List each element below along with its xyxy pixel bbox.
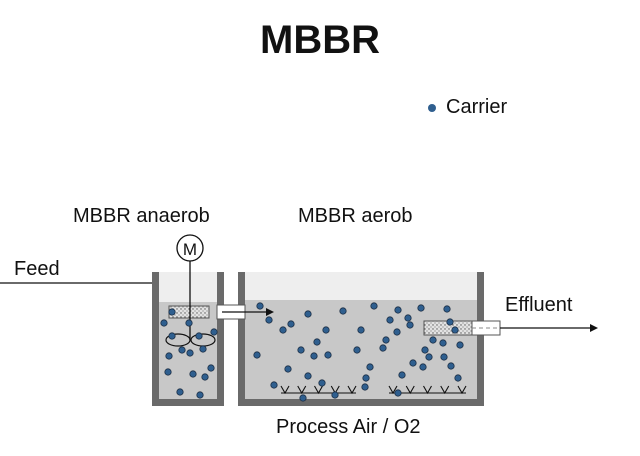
carrier-dot <box>331 391 339 399</box>
anaerob-tank <box>152 272 224 406</box>
carrier-dot <box>168 332 176 340</box>
carrier-dot <box>199 345 207 353</box>
carrier-dot <box>297 346 305 354</box>
carrier-dot <box>287 320 295 328</box>
carrier-dot <box>201 373 209 381</box>
carrier-dot <box>353 346 361 354</box>
carrier-dot <box>339 307 347 315</box>
carrier-legend-dot <box>428 103 436 112</box>
carrier-dot <box>417 304 425 312</box>
carrier-dot <box>366 363 374 371</box>
anaerob-tank-label: MBBR anaerob <box>73 205 210 227</box>
carrier-dot <box>168 308 176 316</box>
aerator-diffuser <box>347 385 357 395</box>
carrier-dot <box>454 374 462 382</box>
carrier-dot <box>409 359 417 367</box>
carrier-dot <box>386 316 394 324</box>
process-air-label: Process Air / O2 <box>276 416 421 438</box>
motor-label: M <box>183 240 197 259</box>
carrier-dot <box>370 302 378 310</box>
carrier-dot <box>284 365 292 373</box>
aerator-diffuser <box>457 385 467 395</box>
carrier-dot <box>176 388 184 396</box>
aerator-diffuser <box>388 385 398 395</box>
carrier-dot <box>398 371 406 379</box>
aerator-diffuser <box>297 385 307 395</box>
carrier-legend-label: Carrier <box>446 96 508 118</box>
carrier-dot <box>304 372 312 380</box>
aerob-tank <box>238 272 484 406</box>
carrier-dot <box>196 391 204 399</box>
carrier-dot <box>440 353 448 361</box>
carrier-dot <box>361 383 369 391</box>
aerator-diffuser <box>405 385 415 395</box>
aerator-diffuser <box>440 385 450 395</box>
carrier-dot <box>357 326 365 334</box>
carrier-dot <box>362 374 370 382</box>
carrier-dot <box>439 339 447 347</box>
carrier-dot <box>178 346 186 354</box>
carrier-dot <box>394 306 402 314</box>
transfer-pipe <box>216 304 274 320</box>
carrier-dot <box>419 363 427 371</box>
aerator-diffuser <box>314 385 323 395</box>
carrier-dot <box>443 305 451 313</box>
aerator-diffuser <box>423 385 432 395</box>
feed-label: Feed <box>14 258 60 280</box>
carrier-dot <box>446 318 454 326</box>
carrier-dot <box>265 316 273 324</box>
effluent-outlet <box>423 320 598 336</box>
feed-line <box>0 279 172 287</box>
carriers <box>160 302 464 402</box>
carrier-dot <box>279 326 287 334</box>
carrier-dot <box>382 336 390 344</box>
impeller-blade-left <box>165 333 191 347</box>
carrier-dot <box>207 364 215 372</box>
carrier-dot <box>256 302 264 310</box>
carrier-dot <box>406 321 414 329</box>
diagram-title: MBBR <box>260 18 380 62</box>
carrier-dot <box>195 332 203 340</box>
carrier-dot <box>421 346 429 354</box>
carrier-dot <box>322 326 330 334</box>
carrier-dot <box>304 310 312 318</box>
legend: Carrier <box>428 96 507 119</box>
mixer: M <box>165 234 216 347</box>
effluent-label: Effluent <box>505 294 573 316</box>
aerator-diffuser <box>280 385 290 395</box>
carrier-dot <box>310 352 318 360</box>
carrier-dot <box>394 389 402 397</box>
carrier-dot <box>451 326 459 334</box>
carrier-dot <box>185 319 193 327</box>
carrier-dot <box>429 336 437 344</box>
carrier-dot <box>189 370 197 378</box>
carrier-dot <box>160 319 168 327</box>
carrier-dot <box>299 394 307 402</box>
carrier-dot <box>253 351 261 359</box>
carrier-dot <box>425 353 433 361</box>
aerob-tank-label: MBBR aerob <box>298 205 413 227</box>
carrier-dot <box>404 314 412 322</box>
carrier-dot <box>164 368 172 376</box>
carrier-dot <box>313 338 321 346</box>
carrier-dot <box>456 341 464 349</box>
carrier-dot <box>270 381 278 389</box>
carrier-dot <box>186 349 194 357</box>
carrier-dot <box>165 352 173 360</box>
carrier-dot <box>393 328 401 336</box>
carrier-dot <box>379 344 387 352</box>
carrier-dot <box>210 328 218 336</box>
carrier-dot <box>324 351 332 359</box>
carrier-dot <box>447 362 455 370</box>
carrier-dot <box>318 379 326 387</box>
aerators <box>280 385 467 395</box>
